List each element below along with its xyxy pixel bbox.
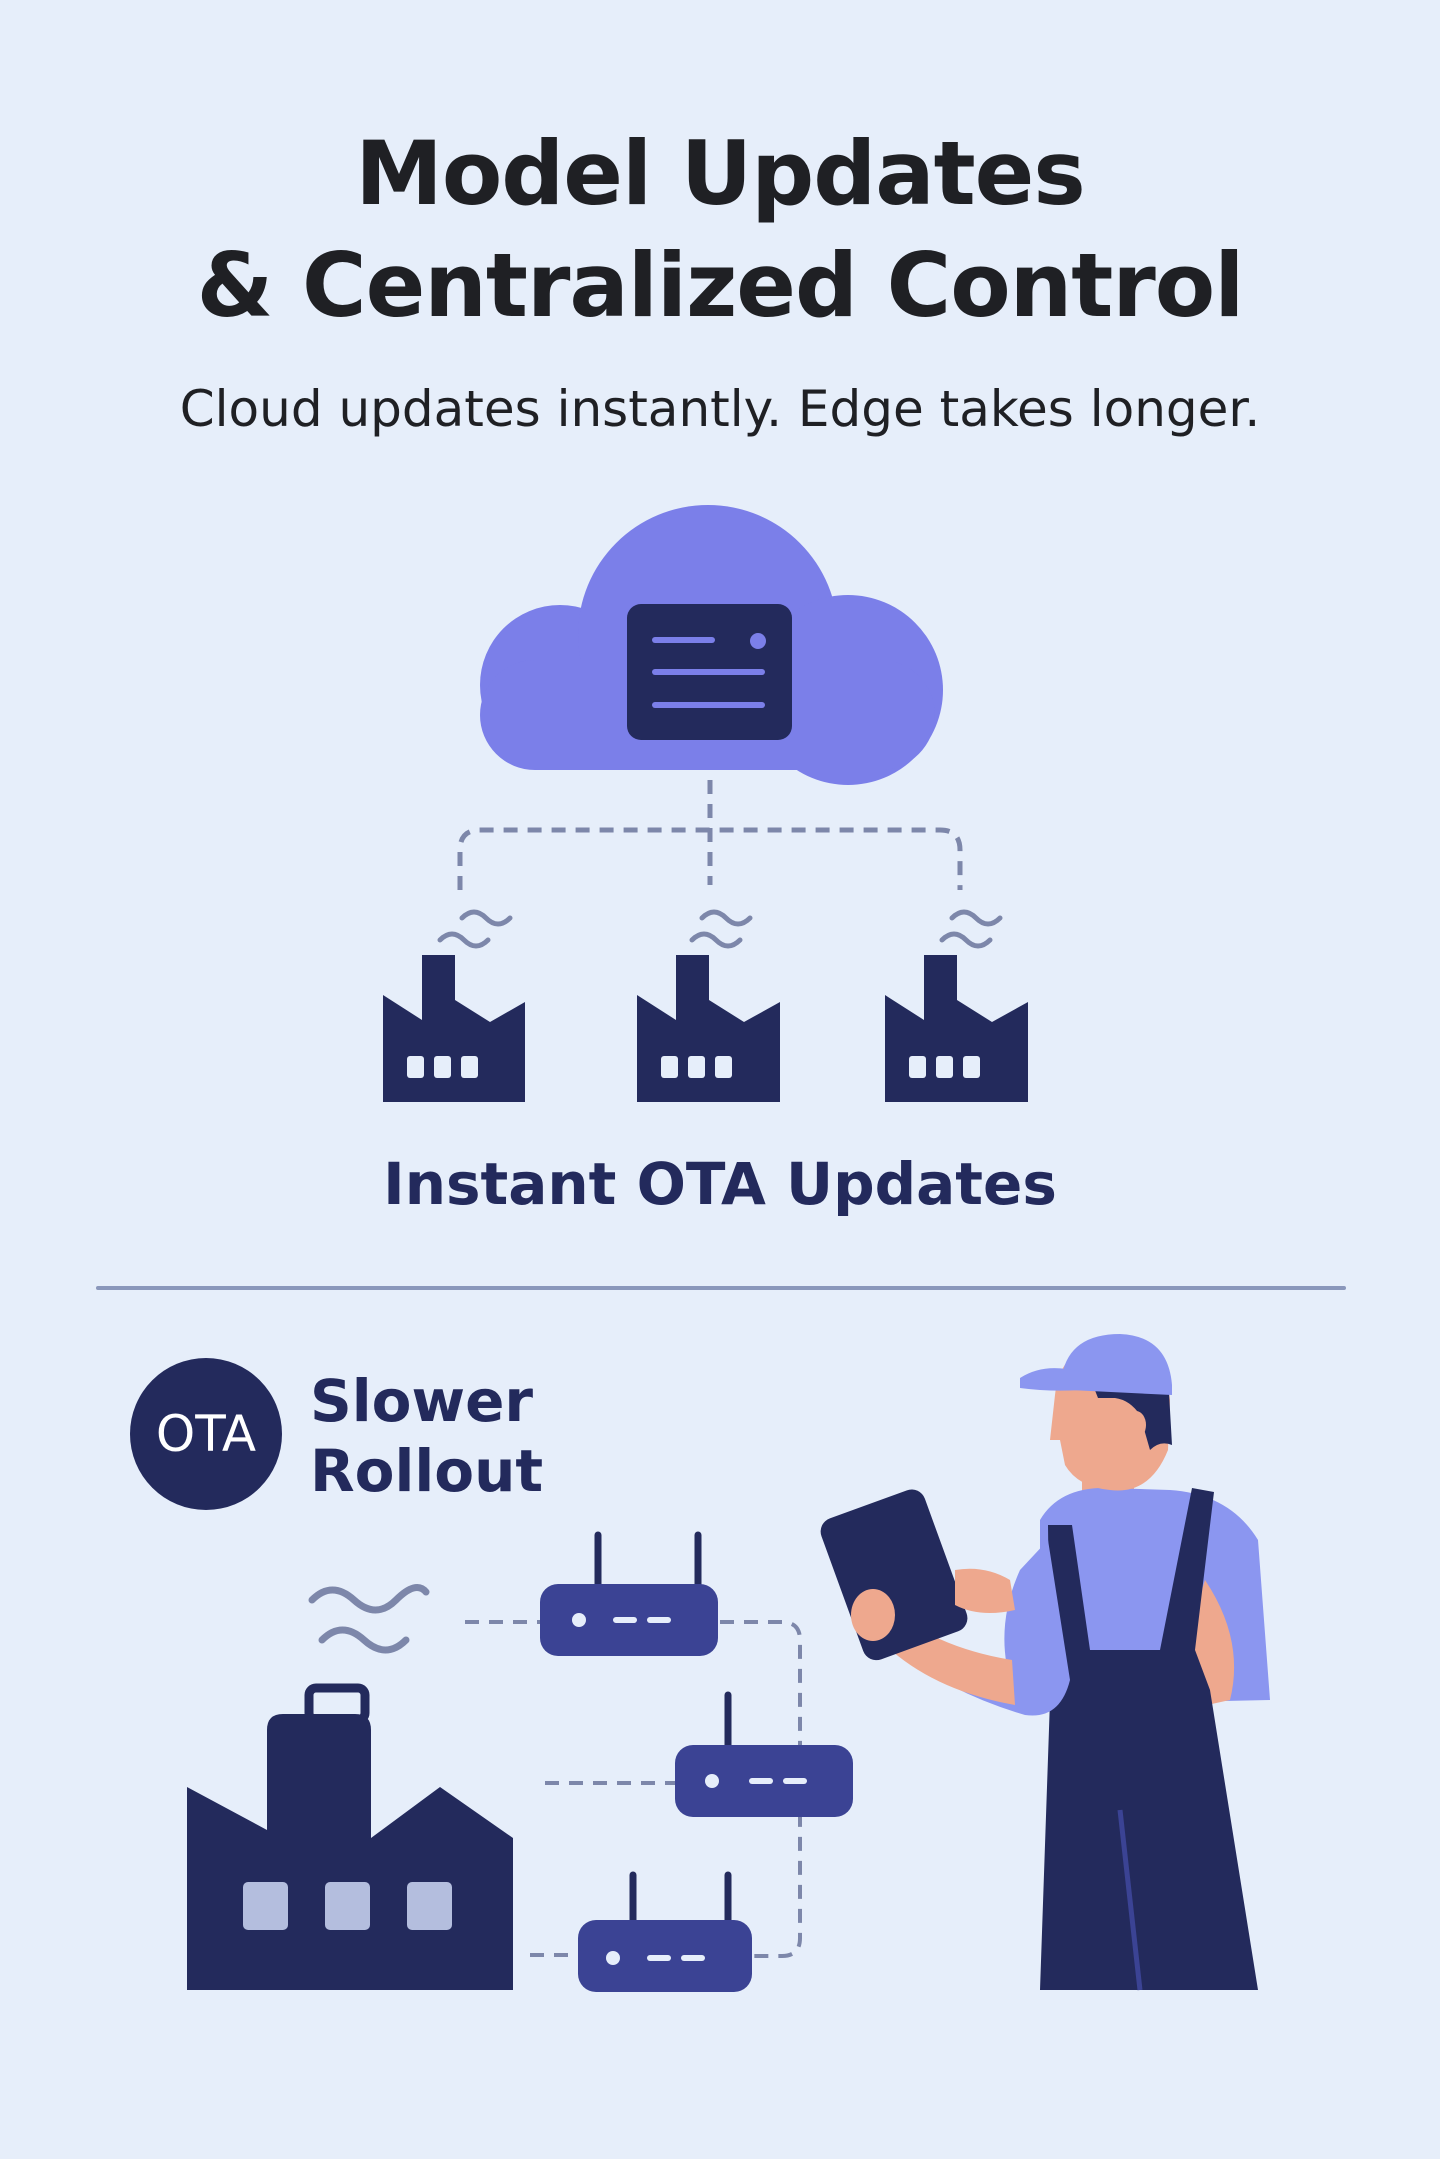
signal-icon [437,909,1003,949]
slower-rollout-line-2: Rollout [310,1437,544,1505]
ota-badge: OTA [130,1358,282,1510]
factory-icon [637,955,780,1102]
page-title: Model Updates & Centralized Control [0,118,1440,342]
subtitle: Cloud updates instantly. Edge takes long… [179,380,1261,438]
worker-with-tablet-icon [820,1334,1270,1991]
factory-icon [383,955,525,1102]
slower-rollout-line-1: Slower [310,1367,534,1435]
title-line-2: & Centralized Control [196,234,1245,337]
signal-icon [308,1584,430,1654]
slower-rollout-label: Slower Rollout [310,1366,543,1506]
factory-icon [187,1683,513,1990]
factory-icon [885,955,1028,1102]
router-icon [675,1691,853,1817]
section-divider [96,1286,1346,1290]
router-icon [578,1871,752,1992]
server-icon [627,604,792,740]
instant-ota-label: Instant OTA Updates [383,1150,1057,1218]
title-line-1: Model Updates [355,122,1085,225]
distribution-lines [457,780,963,890]
router-icon [540,1531,718,1656]
